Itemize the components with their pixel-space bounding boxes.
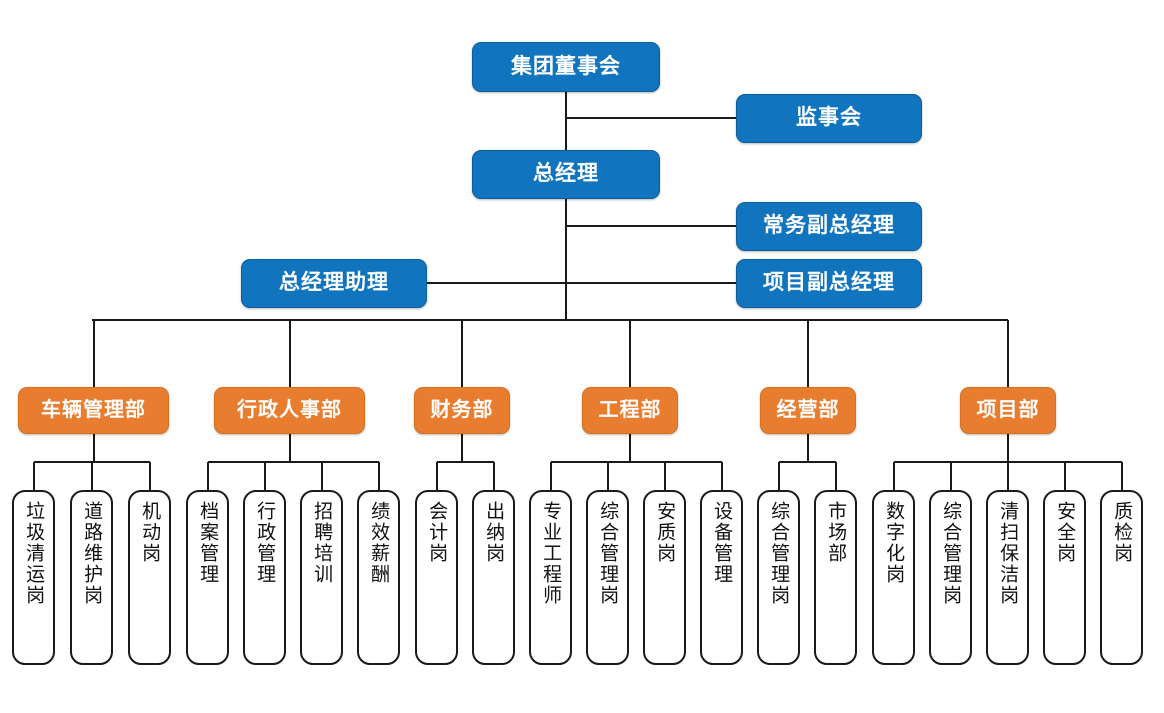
position-box[interactable]: 质检岗: [1100, 490, 1143, 665]
node-general-manager-label: 总经理: [533, 162, 599, 186]
node-executive-vice-gm-label: 常务副总经理: [763, 214, 895, 238]
position-box[interactable]: 数字化岗: [872, 490, 915, 665]
department-project[interactable]: 项目部: [960, 387, 1056, 434]
position-box[interactable]: 机动岗: [128, 490, 171, 665]
position-box[interactable]: 道路维护岗: [70, 490, 113, 665]
department-engineering-label: 工程部: [598, 399, 662, 421]
position-label: 综合管理岗: [940, 501, 962, 606]
position-label: 档案管理: [197, 501, 219, 585]
position-box[interactable]: 设备管理: [700, 490, 743, 665]
position-box[interactable]: 绩效薪酬: [357, 490, 400, 665]
position-box[interactable]: 清扫保洁岗: [986, 490, 1029, 665]
department-admin_hr-label: 行政人事部: [237, 399, 342, 421]
department-finance[interactable]: 财务部: [414, 387, 510, 434]
department-engineering[interactable]: 工程部: [582, 387, 678, 434]
department-project-label: 项目部: [976, 399, 1040, 421]
position-label: 招聘培训: [311, 501, 333, 585]
position-box[interactable]: 垃圾清运岗: [12, 490, 55, 665]
node-gm-assistant[interactable]: 总经理助理: [241, 259, 427, 308]
position-label: 综合管理岗: [768, 501, 790, 606]
position-label: 垃圾清运岗: [23, 501, 45, 606]
department-vehicle-label: 车辆管理部: [41, 399, 146, 421]
position-label: 清扫保洁岗: [997, 501, 1019, 606]
node-general-manager[interactable]: 总经理: [472, 150, 660, 199]
department-vehicle[interactable]: 车辆管理部: [18, 387, 169, 434]
position-box[interactable]: 综合管理岗: [586, 490, 629, 665]
position-box[interactable]: 档案管理: [186, 490, 229, 665]
position-label: 会计岗: [426, 501, 448, 564]
node-supervisory-board-label: 监事会: [796, 106, 862, 130]
node-board[interactable]: 集团董事会: [472, 42, 660, 92]
position-label: 专业工程师: [540, 501, 562, 606]
position-box[interactable]: 出纳岗: [472, 490, 515, 665]
node-supervisory-board[interactable]: 监事会: [736, 94, 922, 143]
position-label: 安质岗: [654, 501, 676, 564]
node-project-vice-gm[interactable]: 项目副总经理: [736, 259, 922, 308]
position-label: 综合管理岗: [597, 501, 619, 606]
position-box[interactable]: 会计岗: [415, 490, 458, 665]
position-label: 道路维护岗: [81, 501, 103, 606]
department-finance-label: 财务部: [430, 399, 494, 421]
position-box[interactable]: 招聘培训: [300, 490, 343, 665]
department-operations[interactable]: 经营部: [760, 387, 856, 434]
node-executive-vice-gm[interactable]: 常务副总经理: [736, 202, 922, 251]
position-label: 市场部: [825, 501, 847, 564]
position-box[interactable]: 市场部: [814, 490, 857, 665]
department-operations-label: 经营部: [776, 399, 840, 421]
position-label: 安全岗: [1054, 501, 1076, 564]
position-label: 绩效薪酬: [368, 501, 390, 585]
position-box[interactable]: 专业工程师: [529, 490, 572, 665]
node-project-vice-gm-label: 项目副总经理: [763, 271, 895, 295]
node-board-label: 集团董事会: [511, 54, 621, 78]
position-box[interactable]: 综合管理岗: [757, 490, 800, 665]
position-box[interactable]: 行政管理: [243, 490, 286, 665]
position-box[interactable]: 综合管理岗: [929, 490, 972, 665]
position-label: 质检岗: [1111, 501, 1133, 564]
position-box[interactable]: 安全岗: [1043, 490, 1086, 665]
position-box[interactable]: 安质岗: [643, 490, 686, 665]
position-label: 设备管理: [711, 501, 733, 585]
position-label: 数字化岗: [883, 501, 905, 585]
node-gm-assistant-label: 总经理助理: [279, 271, 389, 295]
position-label: 出纳岗: [483, 501, 505, 564]
department-admin_hr[interactable]: 行政人事部: [214, 387, 365, 434]
position-label: 行政管理: [254, 501, 276, 585]
position-label: 机动岗: [139, 501, 161, 564]
